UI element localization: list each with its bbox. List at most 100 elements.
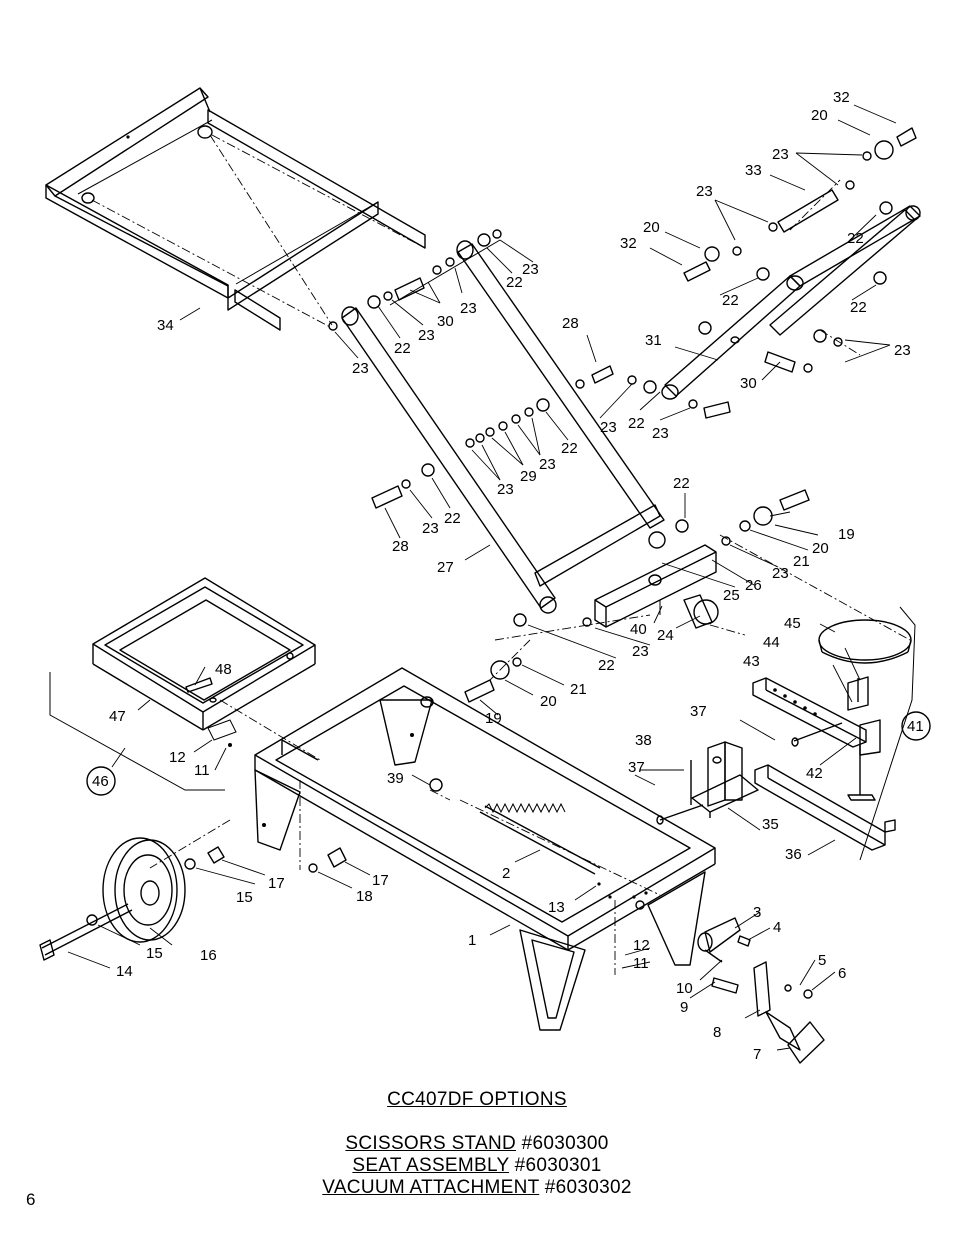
label-22: 22 (598, 657, 615, 674)
label-23: 23 (600, 419, 617, 436)
option-name: SEAT ASSEMBLY (352, 1155, 510, 1176)
option-number: #6030301 (514, 1155, 602, 1176)
label-12: 12 (633, 937, 650, 954)
label-6: 6 (838, 965, 846, 982)
label-22: 22 (444, 510, 461, 527)
label-11: 11 (194, 762, 210, 779)
label-33: 33 (745, 162, 762, 179)
label-22: 22 (561, 440, 578, 457)
label-19: 19 (838, 526, 855, 543)
label-14: 14 (116, 963, 133, 980)
label-28: 28 (392, 538, 409, 555)
label-22: 22 (506, 274, 523, 291)
label-47: 47 (109, 708, 126, 725)
top-frame-34 (45, 87, 426, 331)
label-29: 29 (520, 468, 537, 485)
label-41: 41 (907, 718, 924, 735)
label-12: 12 (169, 749, 186, 766)
wheel-assembly-14-18 (39, 837, 347, 961)
label-17: 17 (372, 872, 389, 889)
label-23: 23 (522, 261, 539, 278)
label-23: 23 (422, 520, 439, 537)
label-15: 15 (146, 945, 163, 962)
label-27: 27 (437, 559, 454, 576)
seat-assembly-41 (656, 606, 916, 861)
label-35: 35 (762, 816, 779, 833)
label-16: 16 (200, 947, 217, 964)
slide-block-25-26 (489, 544, 746, 681)
label-17: 17 (268, 875, 285, 892)
label-23: 23 (418, 327, 435, 344)
label-23: 23 (352, 360, 369, 377)
label-42: 42 (806, 765, 823, 782)
label-23: 23 (497, 481, 514, 498)
scissors-arm-27 (341, 239, 666, 614)
label-23: 23 (772, 565, 789, 582)
label-20: 20 (643, 219, 660, 236)
page-number: 6 (26, 1190, 36, 1209)
label-32: 32 (833, 89, 850, 106)
option-name: VACUUM ATTACHMENT (322, 1177, 540, 1198)
diagram-title: CC407DF OPTIONS (387, 1089, 567, 1110)
label-38: 38 (635, 732, 652, 749)
label-23: 23 (894, 342, 911, 359)
label-20: 20 (811, 107, 828, 124)
option-seat-assembly: SEAT ASSEMBLY #6030301 (0, 1155, 954, 1177)
label-24: 24 (657, 627, 674, 644)
label-23: 23 (772, 146, 789, 163)
label-30: 30 (740, 375, 757, 392)
label-26: 26 (745, 577, 762, 594)
label-36: 36 (785, 846, 802, 863)
vacuum-tray-47 (49, 577, 316, 791)
label-22: 22 (722, 292, 739, 309)
label-22: 22 (850, 299, 867, 316)
label-23: 23 (539, 456, 556, 473)
callout-circles (86, 711, 931, 796)
label-3: 3 (753, 904, 761, 921)
label-22: 22 (628, 415, 645, 432)
label-15: 15 (236, 889, 253, 906)
label-5: 5 (818, 952, 826, 969)
label-22: 22 (847, 230, 864, 247)
label-28: 28 (562, 315, 579, 332)
part-number-labels: 32 20 23 33 23 20 32 22 22 22 23 31 30 2… (92, 89, 924, 1063)
label-23: 23 (632, 643, 649, 660)
option-scissors-stand: SCISSORS STAND #6030300 (0, 1133, 954, 1155)
label-32: 32 (620, 235, 637, 252)
label-46: 46 (92, 773, 109, 790)
label-31: 31 (645, 332, 662, 349)
label-23: 23 (652, 425, 669, 442)
label-44: 44 (763, 634, 780, 651)
label-37: 37 (628, 759, 645, 776)
option-number: #6030300 (521, 1133, 609, 1154)
label-10: 10 (676, 980, 693, 997)
label-20: 20 (540, 693, 557, 710)
label-37: 37 (690, 703, 707, 720)
label-34: 34 (157, 317, 174, 334)
label-48: 48 (215, 661, 232, 678)
label-9: 9 (680, 999, 688, 1016)
crank-handle-3-10 (697, 917, 825, 1064)
label-40: 40 (630, 621, 647, 638)
label-23: 23 (460, 300, 477, 317)
label-1: 1 (468, 932, 476, 949)
option-number: #6030302 (544, 1177, 632, 1198)
threaded-rod-2 (479, 802, 601, 875)
label-7: 7 (753, 1046, 761, 1063)
label-30: 30 (437, 313, 454, 330)
label-2: 2 (502, 865, 510, 882)
label-19: 19 (485, 710, 502, 727)
label-11: 11 (633, 955, 649, 972)
label-43: 43 (743, 653, 760, 670)
base-stand-1 (149, 534, 911, 1031)
label-23: 23 (696, 183, 713, 200)
label-20: 20 (812, 540, 829, 557)
scissors-arm-31 (661, 179, 921, 400)
label-25: 25 (723, 587, 740, 604)
option-name: SCISSORS STAND (345, 1133, 517, 1154)
label-39: 39 (387, 770, 404, 787)
label-22: 22 (394, 340, 411, 357)
label-45: 45 (784, 615, 801, 632)
label-8: 8 (713, 1024, 721, 1041)
